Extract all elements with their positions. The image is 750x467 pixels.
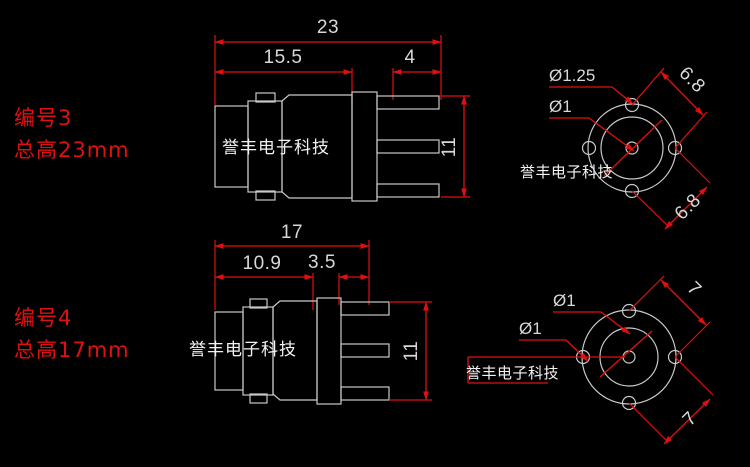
dim-23-text: 23: [317, 17, 339, 38]
dia-1-outer-text: Ø1: [553, 291, 576, 310]
left-annotations: 编号3 总高23mm 编号4 总高17mm: [14, 106, 130, 362]
dim-7-upper-text: 7: [683, 278, 706, 301]
bottom-hole-south: [621, 395, 637, 411]
top-hole-south: [624, 183, 640, 199]
dim-4: 4: [392, 47, 442, 75]
dim-4-text: 4: [404, 47, 415, 68]
dim-17: 17: [214, 222, 370, 249]
top-front-axis: [603, 119, 663, 177]
dim-10-9-text: 10.9: [243, 253, 282, 274]
top-inner-circle: [600, 116, 664, 180]
top-connector-body: [214, 91, 440, 202]
dim-10-9: 10.9: [214, 253, 314, 280]
part4-height-label: 总高17mm: [14, 338, 130, 362]
bottom-side-extension-lines: [214, 240, 370, 310]
top-side-watermark: 誉丰电子科技: [222, 138, 330, 158]
leader-dia-1-center: Ø1: [519, 319, 589, 362]
dia-1-center-text: Ø1: [519, 319, 542, 338]
bottom-front-watermark: 誉丰电子科技: [466, 364, 559, 382]
dim-11-top: 11: [439, 95, 470, 198]
dim-15-5-text: 15.5: [264, 47, 303, 68]
dim-11-bottom-text: 11: [401, 341, 422, 362]
dim-6-8-lower-text: 6.8: [671, 190, 706, 225]
leader-dia-1-25: Ø1.25: [549, 66, 634, 105]
part3-number-label: 编号3: [14, 106, 72, 130]
dim-6-8-upper-text: 6.8: [675, 63, 710, 98]
part3-height-label: 总高23mm: [14, 138, 130, 162]
dim-3-5-text: 3.5: [308, 252, 336, 273]
bottom-side-watermark: 誉丰电子科技: [189, 340, 297, 360]
dim-11-top-text: 11: [439, 137, 460, 158]
top-hole-west: [581, 140, 597, 156]
bottom-side-view: 17 10.9 3.5: [189, 222, 432, 405]
dim-15-5: 15.5: [214, 47, 353, 75]
dim-6-8-lower: 6.8: [631, 147, 711, 230]
top-side-view: 23 15.5 4: [214, 17, 470, 202]
dia-1-25-text: Ø1.25: [549, 66, 595, 85]
leader-dia-1-top: Ø1: [549, 97, 635, 152]
bottom-connector-body: [214, 297, 390, 405]
part4-number-label: 编号4: [14, 306, 72, 330]
dia-1-top-text: Ø1: [549, 97, 572, 116]
bottom-front-view: Ø1 Ø1 7: [466, 275, 714, 445]
dim-3-5: 3.5: [308, 252, 370, 280]
dim-7-upper: 7: [628, 275, 711, 358]
top-front-view: Ø1.25 Ø1 6.8: [520, 63, 711, 230]
bottom-front-center-leader: [467, 330, 653, 384]
bottom-hole-east: [667, 349, 683, 365]
bottom-hole-north: [621, 303, 637, 319]
leader-dia-1-outer: Ø1: [553, 291, 631, 335]
dim-11-bottom: 11: [389, 301, 432, 401]
dim-17-text: 17: [281, 222, 303, 243]
dim-7-lower: 7: [628, 356, 714, 445]
top-front-watermark: 誉丰电子科技: [520, 163, 613, 181]
top-hole-east: [667, 140, 683, 156]
dim-23: 23: [214, 17, 442, 45]
